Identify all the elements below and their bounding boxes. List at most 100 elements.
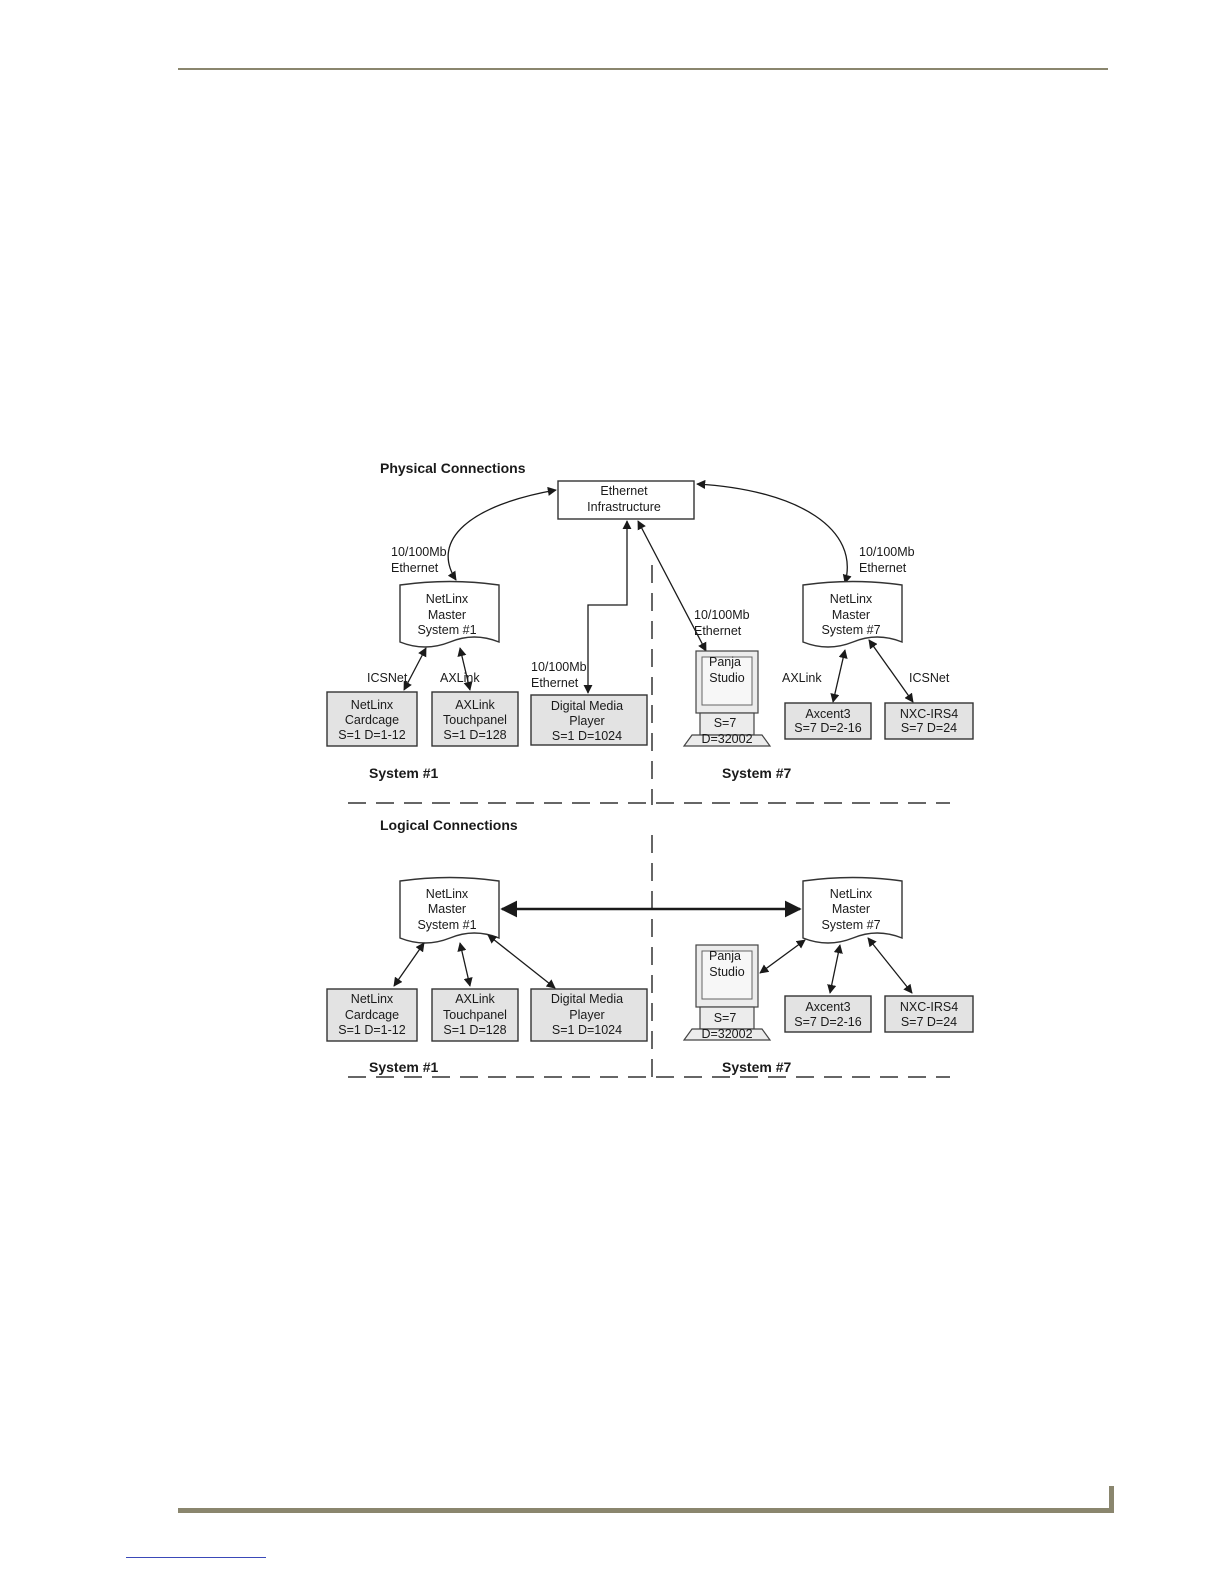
svg-text:S=7: S=7 (714, 716, 737, 730)
svg-text:Digital Media: Digital Media (551, 699, 623, 713)
svg-text:Ethernet: Ethernet (859, 561, 907, 575)
svg-text:System #7: System #7 (821, 623, 880, 637)
icsnet-label-right: ICSNet (909, 671, 950, 685)
logical-link-cardcage (393, 942, 425, 987)
ethernet-infrastructure-box: Ethernet Infrastructure (557, 480, 695, 520)
nxc-irs4-box-logical: NXC-IRS4 S=7 D=24 (884, 995, 974, 1033)
physical-connections-header: Physical Connections (380, 460, 526, 476)
svg-text:S=7: S=7 (714, 1011, 737, 1025)
logical-link-pc (759, 939, 806, 974)
panja-studio-pc-icon-logical: Panja Studio S=7 D=32002 (682, 944, 772, 1041)
svg-text:Player: Player (569, 1008, 604, 1022)
svg-text:System #7: System #7 (821, 918, 880, 932)
ethernet-link-master7 (696, 479, 852, 584)
svg-text:Ethernet: Ethernet (531, 676, 579, 690)
svg-text:S=1 D=1024: S=1 D=1024 (552, 729, 622, 743)
svg-text:10/100Mb: 10/100Mb (531, 660, 587, 674)
svg-text:NXC-IRS4: NXC-IRS4 (900, 1000, 958, 1014)
svg-text:Panja: Panja (709, 655, 741, 669)
ethernet-link-dmp (583, 520, 632, 694)
netlinx-cardcage-box-logical: NetLinx Cardcage S=1 D=1-12 (326, 988, 418, 1042)
netlinx-cardcage-box: NetLinx Cardcage S=1 D=1-12 (326, 691, 418, 747)
digital-media-player-box: Digital Media Player S=1 D=1024 (530, 694, 648, 746)
svg-text:Ethernet: Ethernet (694, 624, 742, 638)
svg-text:Ethernet: Ethernet (391, 561, 439, 575)
ethernet-label-dmp: 10/100Mb Ethernet (531, 660, 587, 690)
svg-text:System #1: System #1 (417, 623, 476, 637)
svg-text:S=1 D=1-12: S=1 D=1-12 (338, 728, 405, 742)
digital-media-player-box-logical: Digital Media Player S=1 D=1024 (530, 988, 648, 1042)
svg-text:Axcent3: Axcent3 (805, 1000, 850, 1014)
axlink-label-left: AXLink (440, 671, 480, 685)
svg-text:Touchpanel: Touchpanel (443, 1008, 507, 1022)
axcent3-box: Axcent3 S=7 D=2-16 (784, 702, 872, 740)
logical-link-axcent3 (827, 944, 843, 994)
svg-text:S=7 D=2-16: S=7 D=2-16 (794, 1015, 861, 1029)
svg-text:Axcent3: Axcent3 (805, 707, 850, 721)
footer-link-underline (126, 1557, 266, 1558)
footer-rule (178, 1508, 1114, 1513)
axlink-link-touchpanel (457, 647, 473, 691)
svg-text:Panja: Panja (709, 949, 741, 963)
svg-text:Master: Master (832, 608, 870, 622)
axlink-touchpanel-box: AXLink Touchpanel S=1 D=128 (431, 691, 519, 747)
svg-text:NetLinx: NetLinx (351, 992, 394, 1006)
ethernet-label-right: 10/100Mb Ethernet (859, 545, 915, 575)
svg-text:D=32002: D=32002 (701, 732, 752, 746)
axlink-link-axcent3 (830, 649, 848, 703)
svg-text:NetLinx: NetLinx (426, 887, 469, 901)
svg-text:S=7 D=24: S=7 D=24 (901, 1015, 957, 1029)
svg-text:10/100Mb: 10/100Mb (694, 608, 750, 622)
svg-text:10/100Mb: 10/100Mb (391, 545, 447, 559)
footer-rule-tick (1109, 1486, 1114, 1513)
axcent3-box-logical: Axcent3 S=7 D=2-16 (784, 995, 872, 1033)
netlinx-master-system1: NetLinx Master System #1 (399, 580, 500, 648)
svg-text:S=1 D=128: S=1 D=128 (443, 1023, 506, 1037)
svg-text:Player: Player (569, 714, 604, 728)
logical-link-touchpanel (457, 942, 473, 987)
system1-label-logical: System #1 (369, 1059, 438, 1075)
axlink-label-right: AXLink (782, 671, 822, 685)
svg-text:NetLinx: NetLinx (351, 698, 394, 712)
svg-text:NetLinx: NetLinx (830, 887, 873, 901)
svg-text:Cardcage: Cardcage (345, 1008, 399, 1022)
logical-link-dmp (487, 934, 556, 989)
netlinx-master-system7-logical: NetLinx Master System #7 (802, 876, 903, 944)
svg-text:Ethernet: Ethernet (600, 484, 648, 498)
system7-label-logical: System #7 (722, 1059, 791, 1075)
svg-text:System #1: System #1 (417, 918, 476, 932)
svg-text:AXLink: AXLink (455, 992, 495, 1006)
ethernet-label-left: 10/100Mb Ethernet (391, 545, 447, 575)
svg-text:S=7 D=2-16: S=7 D=2-16 (794, 721, 861, 735)
ethernet-link-pc (637, 520, 707, 652)
svg-text:Studio: Studio (709, 671, 744, 685)
icsnet-link-cardcage (403, 647, 427, 691)
svg-text:NXC-IRS4: NXC-IRS4 (900, 707, 958, 721)
netlinx-master-system1-logical: NetLinx Master System #1 (399, 876, 500, 944)
ethernet-label-pc: 10/100Mb Ethernet (694, 608, 750, 638)
svg-text:Touchpanel: Touchpanel (443, 713, 507, 727)
netlinx-master-system7: NetLinx Master System #7 (802, 580, 903, 648)
svg-text:10/100Mb: 10/100Mb (859, 545, 915, 559)
system7-label-physical: System #7 (722, 765, 791, 781)
svg-text:Master: Master (428, 608, 466, 622)
svg-text:S=1 D=128: S=1 D=128 (443, 728, 506, 742)
system1-label-physical: System #1 (369, 765, 438, 781)
nxc-irs4-box: NXC-IRS4 S=7 D=24 (884, 702, 974, 740)
svg-text:Infrastructure: Infrastructure (587, 500, 661, 514)
header-rule (178, 68, 1108, 70)
axlink-touchpanel-box-logical: AXLink Touchpanel S=1 D=128 (431, 988, 519, 1042)
svg-text:Studio: Studio (709, 965, 744, 979)
icsnet-link-nxc (868, 639, 914, 703)
svg-text:Cardcage: Cardcage (345, 713, 399, 727)
svg-text:NetLinx: NetLinx (830, 592, 873, 606)
icsnet-label-left: ICSNet (367, 671, 408, 685)
svg-text:AXLink: AXLink (455, 698, 495, 712)
logical-connections-header: Logical Connections (380, 817, 518, 833)
svg-text:Master: Master (428, 902, 466, 916)
svg-text:S=1 D=1-12: S=1 D=1-12 (338, 1023, 405, 1037)
svg-text:NetLinx: NetLinx (426, 592, 469, 606)
svg-text:S=7 D=24: S=7 D=24 (901, 721, 957, 735)
svg-text:S=1 D=1024: S=1 D=1024 (552, 1023, 622, 1037)
